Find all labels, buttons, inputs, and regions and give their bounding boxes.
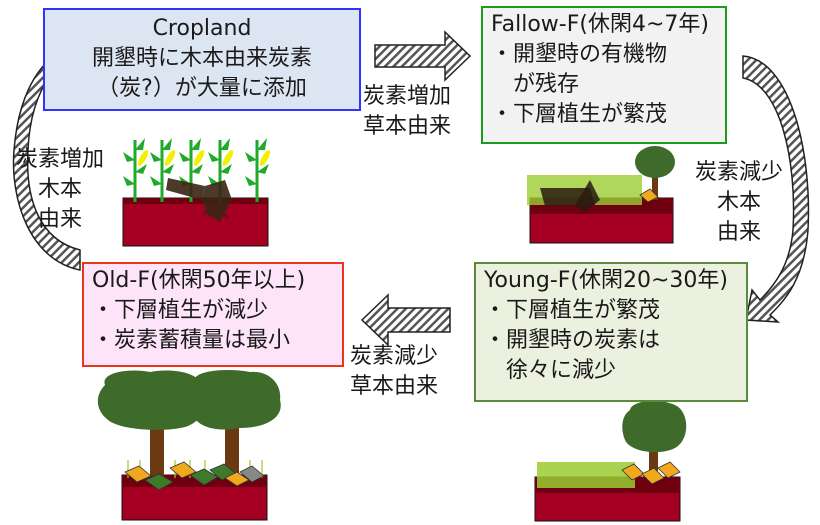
stage-title: Fallow-F(休閑4~7年) [491,12,709,37]
stage-text-line: 徐々に減少 [484,358,617,383]
label-line: 炭素増加 [363,84,452,109]
stage-title: Cropland [152,16,252,41]
old-forest-illustration [97,370,281,521]
label-line: 炭素減少 [695,160,784,185]
label-line: 木本 [717,190,762,215]
stage-box-fallow: Fallow-F(休閑4~7年) ・開墾時の有機物 が残存 ・下層植生が繁茂 [481,6,727,144]
arrow-right-icon [374,30,472,82]
label-line: 草本由来 [363,114,452,139]
stage-text-line: ・炭素蓄積量は最小 [92,328,291,353]
stage-box-old-forest: Old-F(休閑50年以上) ・下層植生が減少 ・炭素蓄積量は最小 [82,262,344,367]
stage-text-line: ・下層植生が減少 [92,298,269,323]
transition-label-crop-to-fallow: 炭素増加 草本由来 [363,82,451,142]
stage-title: Old-F(休閑50年以上) [92,268,306,293]
fallen-log [166,178,232,222]
stage-text-line: ・下層植生が繁茂 [491,102,668,127]
stage-text-line: が残存 [491,72,580,97]
fallow-illustration [527,146,675,244]
stage-title: Young-F(休閑20~30年) [484,268,729,293]
stage-text-line: （炭?）が大量に添加 [97,76,307,101]
transition-label-young-to-old: 炭素減少 草本由来 [350,342,438,402]
label-line: 由来 [717,220,762,245]
label-line: 草本由来 [350,374,439,399]
corn-plants [123,138,271,202]
label-line: 木本 [38,177,83,202]
transition-label-old-to-crop: 炭素増加 木本 由来 [16,145,104,235]
cropland-illustration [122,138,271,247]
stage-text-line: ・下層植生が繁茂 [484,298,661,323]
transition-label-fallow-to-young: 炭素減少 木本 由来 [695,158,783,248]
arrow-left-icon [360,293,451,347]
stage-text-line: ・開墾時の有機物 [491,42,668,67]
label-line: 炭素減少 [350,344,439,369]
stage-box-cropland: Cropland 開墾時に木本由来炭素 （炭?）が大量に添加 [43,8,361,111]
stage-box-young-forest: Young-F(休閑20~30年) ・下層植生が繁茂 ・開墾時の炭素は 徐々に減… [474,262,748,402]
stage-text-line: ・開墾時の炭素は [484,328,661,353]
label-line: 由来 [38,207,83,232]
stage-text-line: 開墾時に木本由来炭素 [91,46,312,71]
young-forest-illustration [534,400,687,522]
label-line: 炭素増加 [16,147,105,172]
